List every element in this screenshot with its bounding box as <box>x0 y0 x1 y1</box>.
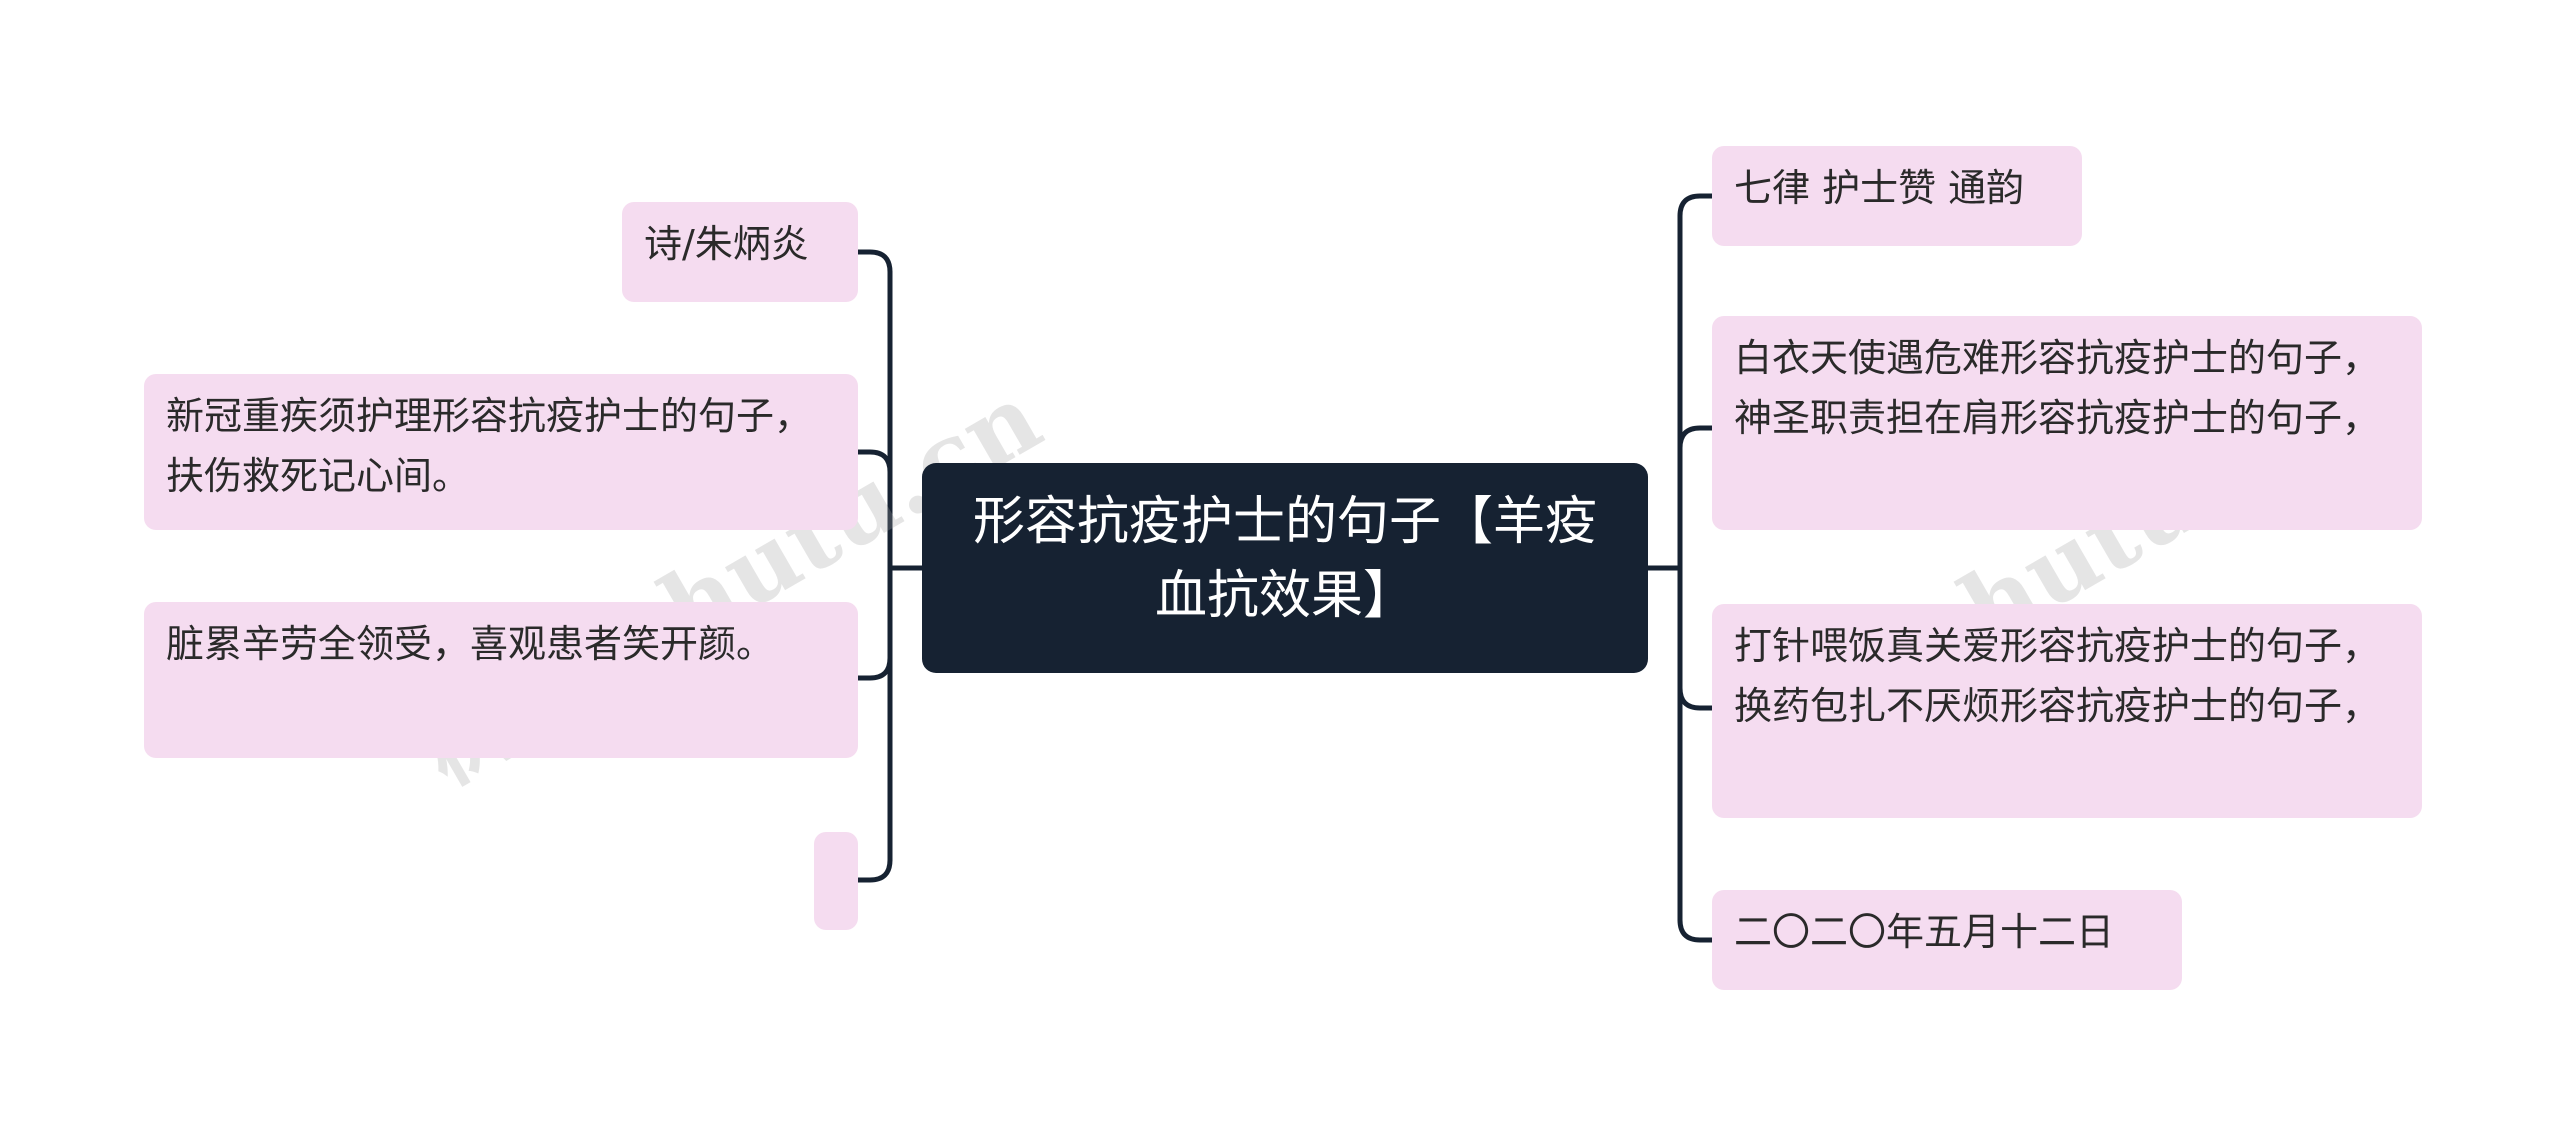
left-node-poet[interactable]: 诗/朱炳炎 <box>622 202 858 302</box>
connector-left-2 <box>855 449 893 475</box>
right-node-date[interactable]: 二〇二〇年五月十二日 <box>1712 890 2182 990</box>
right-node-line-2[interactable]: 打针喂饭真关爱形容抗疫护士的句子，换药包扎不厌烦形容抗疫护士的句子， <box>1712 604 2422 818</box>
connector-right-4 <box>1677 917 1715 943</box>
left-node-empty[interactable] <box>814 832 858 930</box>
left-node-line-1[interactable]: 新冠重疾须护理形容抗疫护士的句子，扶伤救死记心间。 <box>144 374 858 530</box>
central-topic[interactable]: 形容抗疫护士的句子【羊疫血抗效果】 <box>922 463 1648 673</box>
right-node-line-1[interactable]: 白衣天使遇危难形容抗疫护士的句子，神圣职责担在肩形容抗疫护士的句子， <box>1712 316 2422 530</box>
connector-left-3 <box>855 655 893 681</box>
connector-right-2 <box>1677 425 1715 451</box>
right-node-title[interactable]: 七律 护士赞 通韵 <box>1712 146 2082 246</box>
connector-right-1 <box>1677 193 1715 219</box>
connector-left-4 <box>855 857 893 883</box>
connector-left-1 <box>855 249 893 275</box>
connector-right-3 <box>1677 685 1715 711</box>
left-node-line-2[interactable]: 脏累辛劳全领受，喜观患者笑开颜。 <box>144 602 858 758</box>
